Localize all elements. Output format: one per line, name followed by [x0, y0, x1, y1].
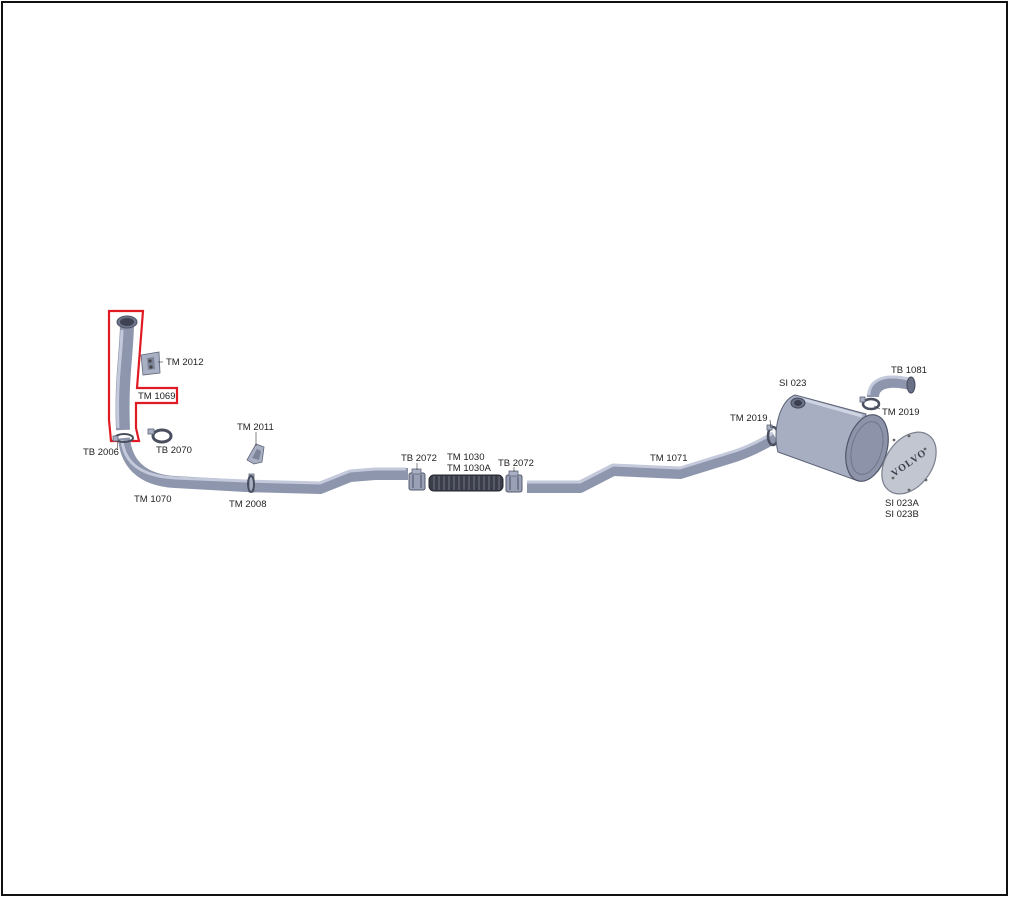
- part-tm2019-right-clamp[interactable]: [859, 396, 881, 411]
- part-tm1070-front-pipe[interactable]: [118, 437, 408, 494]
- tm1069-highlight-outline: [107, 309, 179, 443]
- part-tm2012-bracket[interactable]: [140, 351, 161, 376]
- label-tb2006: TB 2006: [83, 447, 119, 458]
- part-tm1030-flex-hose[interactable]: [428, 474, 504, 492]
- label-tm2012: TM 2012: [166, 357, 204, 368]
- label-tb2072-right: TB 2072: [498, 458, 534, 469]
- label-tm1071: TM 1071: [650, 453, 688, 464]
- part-tb2072-left-clamp[interactable]: [408, 468, 426, 491]
- label-tm1069: TM 1069: [138, 391, 176, 402]
- label-tm1030: TM 1030: [447, 452, 485, 463]
- label-si023a: SI 023A: [885, 498, 919, 509]
- label-tb2070: TB 2070: [156, 445, 192, 456]
- part-tb2006-clamp[interactable]: [112, 433, 134, 443]
- label-tb1081: TB 1081: [891, 365, 927, 376]
- part-tm2011-bracket[interactable]: [246, 443, 265, 465]
- label-tm2011: TM 2011: [237, 422, 274, 433]
- part-tb2072-right-clamp[interactable]: [505, 470, 523, 493]
- leader-lines: [116, 361, 881, 472]
- label-tm2008: TM 2008: [229, 499, 267, 510]
- part-si023a-end-cap[interactable]: VOLVO: [871, 422, 948, 504]
- label-tb2072-left: TB 2072: [401, 453, 437, 464]
- label-si023b: SI 023B: [885, 509, 919, 520]
- label-tm1030a: TM 1030A: [447, 463, 491, 474]
- label-tm2019-left: TM 2019: [730, 413, 768, 424]
- label-si023: SI 023: [779, 378, 806, 389]
- label-tm2019-right: TM 2019: [882, 407, 920, 418]
- label-tm1070: TM 1070: [134, 494, 172, 505]
- part-tm1069-vertical-pipe[interactable]: [115, 315, 138, 431]
- part-tm2008-clamp[interactable]: [247, 473, 255, 493]
- part-tb2070-clamp[interactable]: [147, 428, 173, 444]
- part-si023-silencer[interactable]: [775, 394, 895, 486]
- part-tb1081-tailpipe[interactable]: [867, 375, 916, 398]
